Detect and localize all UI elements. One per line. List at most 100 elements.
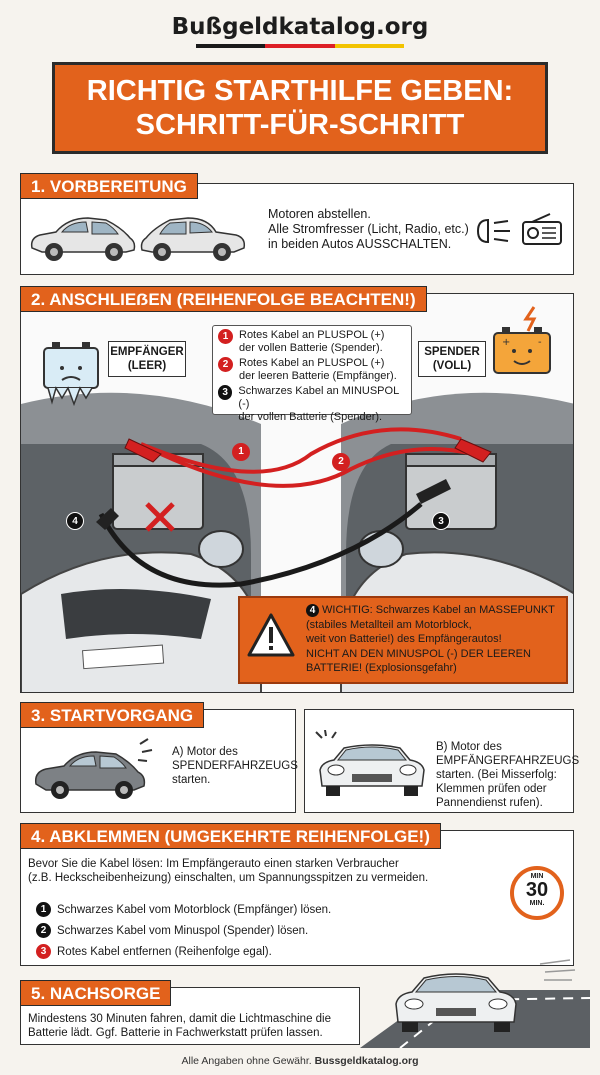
donor-car-icon [34, 738, 153, 799]
x-mark-icon [145, 502, 175, 532]
text-line: starten. (Bei Misserfolg: [436, 769, 557, 781]
warning-triangle-icon [247, 613, 295, 657]
marker-1: 1 [232, 443, 250, 461]
section-1-text: Motoren abstellen. Alle Stromfresser (Li… [268, 207, 473, 252]
headlight-icon [476, 218, 510, 244]
empty-label-box: EMPFÄNGER (LEER) [108, 341, 186, 377]
start-a-text: A) Motor des SPENDERFAHRZEUGS starten. [172, 745, 298, 787]
driving-car-road-illustration [360, 959, 590, 1048]
empty-battery-icon [40, 338, 102, 410]
connect-step-3: 3 Schwarzes Kabel an MINUSPOL (-)der vol… [218, 385, 406, 424]
title-line-2: SCHRITT-FÜR-SCHRITT [135, 109, 465, 141]
step-number: 2 [218, 357, 233, 372]
section-4-heading: 4. ABKLEMMEN (UMGEKEHRTE REIHENFOLGE!) [20, 823, 441, 849]
section-4-intro: Bevor Sie die Kabel lösen: Im Empfängera… [28, 857, 498, 885]
svg-text:+: + [502, 337, 510, 348]
text-line: SPENDER [424, 346, 480, 358]
black-cable [98, 502, 423, 588]
red-cable [160, 447, 474, 488]
car-icon [30, 217, 136, 261]
page-title: RICHTIG STARTHILFE GEBEN: SCHRITT-FÜR-SC… [52, 62, 548, 154]
marker-3: 3 [432, 512, 450, 530]
step-text: Schwarzes Kabel vom Motorblock (Empfänge… [57, 904, 332, 916]
section-2-heading: 2. ANSCHLIEẞEN (REIHENFOLGE BEACHTEN!) [20, 286, 427, 312]
connect-step-1: 1 Rotes Kabel an PLUSPOL (+)der vollen B… [218, 329, 406, 355]
red-clamp-icon [124, 438, 162, 463]
text-line: Rotes Kabel an PLUSPOL (+) [239, 329, 385, 341]
start-b-text: B) Motor des EMPFÄNGERFAHRZEUGS starten.… [436, 740, 580, 810]
section-1-heading: 1. VORBEREITUNG [20, 173, 198, 199]
disconnect-step-1: 1 Schwarzes Kabel vom Motorblock (Empfäng… [36, 900, 436, 921]
text-line: (z.B. Heckscheibenheizung) einschalten, … [28, 872, 429, 884]
step-number: 3 [218, 385, 233, 400]
connect-steps-box: 1 Rotes Kabel an PLUSPOL (+)der vollen B… [212, 325, 412, 423]
text-line: Schwarzes Kabel an MINUSPOL (-) [238, 385, 399, 410]
full-battery-icon: + - [490, 305, 554, 377]
step-text: Schwarzes Kabel vom Minuspol (Spender) l… [57, 925, 309, 937]
red-cable [140, 427, 462, 474]
step-number: 4 [306, 603, 319, 617]
text-line: Rotes Kabel an PLUSPOL (+) [239, 357, 385, 369]
text-line: NICHT AN DEN MINUSPOL (-) DER LEEREN [306, 647, 531, 660]
footer-prefix: Alle Angaben ohne Gewähr. [181, 1055, 312, 1067]
connect-step-2: 2 Rotes Kabel an PLUSPOL (+)der leeren B… [218, 357, 406, 383]
text-line: Pannendienst rufen). [436, 797, 543, 809]
full-label-box: SPENDER (VOLL) [418, 341, 486, 377]
text-line: Mindestens 30 Minuten fahren, damit die … [28, 1013, 332, 1025]
step-number: 1 [36, 902, 51, 918]
text-line: Klemmen prüfen oder [436, 783, 547, 795]
radio-icon [522, 213, 562, 245]
text-line: EMPFÄNGER [110, 346, 184, 358]
text-line: SPENDERFAHRZEUGS [172, 760, 298, 772]
timer-icon: MIN 30 MIN. [510, 866, 564, 920]
red-clamp-icon [454, 438, 492, 463]
text-line: Motoren abstellen. [268, 207, 371, 221]
text-line: EMPFÄNGERFAHRZEUGS [436, 755, 580, 767]
text-line: A) Motor des [172, 746, 238, 758]
footer-disclaimer: Alle Angaben ohne Gewähr. Bussgeldkatalo… [0, 1055, 600, 1067]
footer-brand-link[interactable]: Bussgeldkatalog.org [314, 1055, 419, 1067]
text-line: (LEER) [127, 360, 167, 372]
text-line: (VOLL) [432, 360, 472, 372]
text-line: BATTERIE! (Explosionsgefahr) [306, 662, 457, 674]
text-line: der leeren Batterie (Empfänger). [239, 370, 397, 382]
german-flag-stripe [196, 44, 404, 48]
section-5-heading: 5. NACHSORGE [20, 980, 172, 1006]
disconnect-step-2: 2 Schwarzes Kabel vom Minuspol (Spender) … [36, 921, 436, 942]
text-line: starten. [172, 774, 211, 786]
black-clamp-icon [416, 479, 451, 504]
receiver-car-icon [315, 730, 425, 796]
full-battery-engine [405, 453, 497, 530]
text-line: der vollen Batterie (Spender). [239, 342, 383, 354]
text-line: WICHTIG: Schwarzes Kabel an MASSEPUNKT [322, 604, 555, 616]
text-line: Bevor Sie die Kabel lösen: Im Empfängera… [28, 858, 399, 870]
text-line: Batterie lädt. Ggf. Batterie in Fachwerk… [28, 1027, 323, 1039]
title-line-1: RICHTIG STARTHILFE GEBEN: [86, 75, 514, 107]
timer-value: 30 [525, 879, 549, 901]
marker-2: 2 [332, 453, 350, 471]
text-line: (stabiles Metallteil am Motorblock, [306, 618, 472, 631]
brand-logo-text: Bußgeldkatalog.org [171, 14, 429, 40]
timer-bottom-label: MIN. [529, 900, 545, 907]
text-line: Alle Stromfresser (Licht, Radio, etc.) [268, 222, 469, 236]
step-number: 1 [218, 329, 233, 344]
timer-top-label: MIN [530, 873, 544, 880]
section-3-panel-b [304, 709, 574, 813]
car-icon [140, 217, 246, 261]
step-number: 3 [36, 944, 51, 960]
step-number: 2 [36, 923, 51, 939]
section-3-heading: 3. STARTVORGANG [20, 702, 205, 728]
text-line: der vollen Batterie (Spender). [238, 411, 383, 423]
black-clamp-icon [96, 508, 119, 530]
text-line: B) Motor des [436, 741, 502, 753]
text-line: in beiden Autos AUSSCHALTEN. [268, 237, 452, 251]
section-5-text: Mindestens 30 Minuten fahren, damit die … [28, 1012, 358, 1040]
text-line: weit von Batterie!) des Empfängerautos! [306, 633, 502, 645]
disconnect-steps: 1 Schwarzes Kabel vom Motorblock (Empfäng… [36, 900, 436, 963]
svg-text:-: - [538, 337, 542, 348]
section-4-panel [20, 830, 574, 966]
marker-4: 4 [66, 512, 84, 530]
